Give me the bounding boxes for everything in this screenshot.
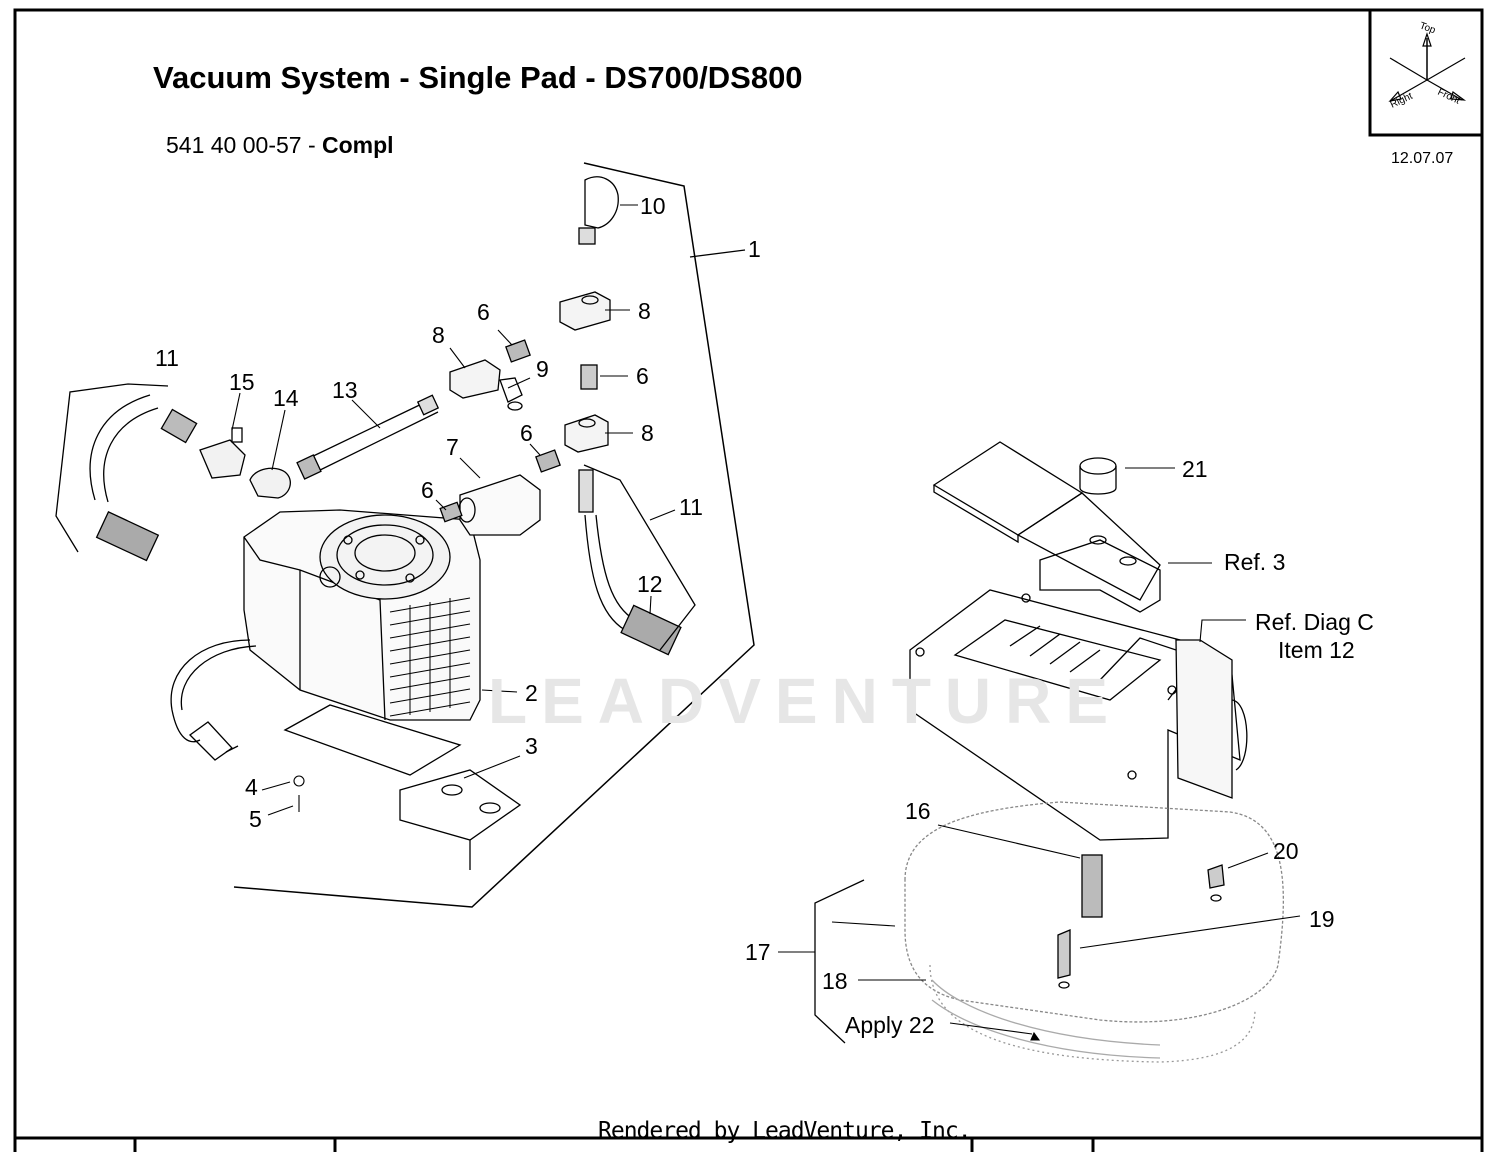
revision-date: 12.07.07: [1391, 150, 1454, 167]
callout-14[interactable]: 14: [273, 385, 299, 411]
callout-10[interactable]: 10: [640, 193, 666, 219]
callout-17[interactable]: 17: [745, 939, 771, 965]
page-title: Vacuum System - Single Pad - DS700/DS800: [153, 60, 803, 95]
callout-21[interactable]: 21: [1182, 456, 1208, 482]
callout-8[interactable]: 8: [638, 298, 651, 324]
callout-5[interactable]: 5: [249, 806, 262, 832]
callout-19[interactable]: 19: [1309, 906, 1335, 932]
right-assembly: [814, 441, 1284, 1063]
callout-2[interactable]: 2: [525, 680, 538, 706]
callout-1[interactable]: 1: [748, 236, 761, 262]
footer-credit: Rendered by LeadVenture, Inc.: [598, 1118, 972, 1144]
callout-16[interactable]: 16: [905, 798, 931, 824]
callout-11[interactable]: 11: [679, 494, 703, 520]
callout-7[interactable]: 7: [446, 434, 459, 460]
orientation-top-label: Top: [1418, 20, 1437, 36]
callout-6[interactable]: 6: [636, 363, 649, 389]
callout-6[interactable]: 6: [520, 420, 533, 446]
callout-12[interactable]: 12: [637, 571, 663, 597]
callout-8[interactable]: 8: [641, 420, 654, 446]
sheet-border: [13, 8, 1484, 1152]
leader-lines-left: [231, 204, 676, 816]
callout-18[interactable]: 18: [822, 968, 848, 994]
callout-8[interactable]: 8: [432, 322, 445, 348]
callout-ref-item-12[interactable]: Item 12: [1278, 637, 1355, 663]
part-number: 541 40 00-57 - Compl: [166, 132, 394, 159]
callout-13[interactable]: 13: [332, 377, 358, 403]
leader-lines-right: [778, 467, 1301, 1041]
callout-apply-22[interactable]: Apply 22: [845, 1012, 935, 1038]
callout-6[interactable]: 6: [477, 299, 490, 325]
part-suffix: Compl: [322, 132, 394, 158]
callout-ref-diag-c[interactable]: Ref. Diag C: [1255, 609, 1374, 635]
callout-6[interactable]: 6: [421, 477, 434, 503]
orientation-compass: Top Right Front: [1368, 8, 1484, 137]
callout-4[interactable]: 4: [245, 774, 258, 800]
callout-11[interactable]: 11: [155, 345, 179, 371]
left-assembly: [55, 162, 755, 908]
callout-ref-3[interactable]: Ref. 3: [1224, 549, 1286, 575]
callout-15[interactable]: 15: [229, 369, 255, 395]
orientation-right-label: Right: [1389, 91, 1415, 111]
callout-9[interactable]: 9: [536, 356, 549, 382]
orientation-front-label: Front: [1436, 87, 1462, 107]
part-number-text: 541 40 00-57 -: [166, 132, 323, 158]
callout-20[interactable]: 20: [1273, 838, 1299, 864]
watermark: LEADVENTURE: [488, 665, 1123, 737]
callout-3[interactable]: 3: [525, 733, 538, 759]
